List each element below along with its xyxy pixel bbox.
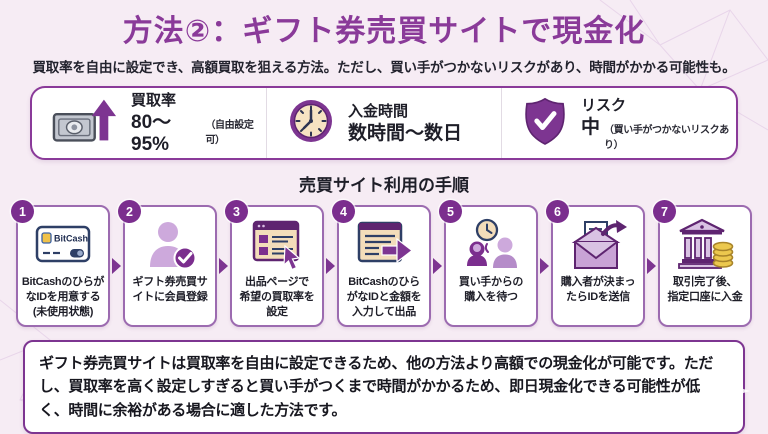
stat-text: 入金時間 数時間〜数日 (348, 102, 462, 145)
svg-text:BitCash: BitCash (54, 234, 88, 244)
arrow-right-icon (647, 258, 656, 274)
step-label: 取引完了後、 指定口座に入金 (667, 276, 743, 303)
bank-deposit-icon (676, 217, 734, 271)
stat-label: 入金時間 (348, 102, 409, 120)
stat-note: （自由設定可） (205, 119, 254, 146)
listing-page-icon (249, 217, 305, 271)
step-label: 出品ページで 希望の買取率を 設定 (239, 276, 315, 318)
stats-bar: 買取率 80〜95% （自由設定可） (30, 86, 738, 160)
step-label: BitCashのひら がなIDと金額を 入力して出品 (346, 276, 422, 318)
page-title: 方法②：ギフト券売買サイトで現金化 (122, 15, 646, 48)
money-up-arrow-icon (52, 97, 118, 150)
step-number: 2 (118, 200, 141, 223)
step-label: 買い手からの 購入を待つ (458, 276, 524, 303)
step-card-5: 5 買い手からの 購入を待つ (439, 200, 538, 327)
stat-risk: リスク 中 （買い手がつかないリスクあり） (501, 88, 736, 158)
stat-note: （買い手がつかないリスクあり） (604, 124, 729, 151)
stat-buyback-rate: 買取率 80〜95% （自由設定可） (32, 88, 266, 158)
step-card-1: 1 BitCash BitCashのひらが なIDを用意する (未使用状態) (11, 200, 110, 327)
step-number: 3 (225, 200, 248, 223)
arrow-right-icon (219, 258, 228, 274)
step-number: 7 (653, 200, 676, 223)
stat-value: 数時間〜数日 (348, 122, 463, 144)
page-subtitle: 買取率を自由に設定でき、高額買取を狙える方法。ただし、買い手がつかないリスクがあ… (32, 60, 736, 75)
arrow-right-icon (326, 258, 335, 274)
step-label: BitCashのひらが なIDを用意する (未使用状態) (21, 276, 105, 318)
step-card-7: 7 (653, 200, 752, 327)
stat-text: リスク 中 （買い手がつかないリスクあり） (581, 96, 736, 151)
send-id-mail-icon (569, 217, 627, 271)
submit-listing-icon (355, 217, 413, 271)
clock-icon (287, 97, 335, 150)
step-number: 1 (11, 200, 34, 223)
step-number: 5 (439, 200, 462, 223)
stat-value: 中 (581, 116, 601, 138)
stat-label: リスク (581, 96, 627, 114)
wait-buyer-icon (463, 217, 519, 271)
step-label: 購入者が決まっ たらIDを送信 (560, 276, 636, 303)
arrow-right-icon (433, 258, 442, 274)
step-number: 4 (332, 200, 355, 223)
stat-label: 買取率 (131, 91, 177, 109)
arrow-right-icon (112, 258, 121, 274)
member-register-icon (143, 217, 197, 271)
shield-check-icon (522, 96, 568, 151)
arrow-right-icon (540, 258, 549, 274)
step-card-6: 6 購入者が決まっ たらIDを送信 (546, 200, 645, 327)
stat-text: 買取率 80〜95% （自由設定可） (131, 91, 266, 156)
footer-note: ギフト券売買サイトは買取率を自由に設定できるため、他の方法より高額での現金化が可… (23, 340, 745, 434)
step-card-2: 2 ギフト券売買サ イトに会員登録 (118, 200, 217, 327)
bitcash-card-icon: BitCash (33, 217, 93, 271)
step-number: 6 (546, 200, 569, 223)
step-card-4: 4 BitCashのひら がなIDと金額を 入力して出品 (332, 200, 431, 327)
procedure-steps: 1 BitCash BitCashのひらが なIDを用意する (未使用状態) 2 (0, 200, 768, 327)
step-card-3: 3 出品ページで 希望の買取率を 設定 (225, 200, 324, 327)
step-label: ギフト券売買サ イトに会員登録 (132, 276, 208, 303)
stat-deposit-time: 入金時間 数時間〜数日 (266, 88, 501, 158)
procedure-heading: 売買サイト利用の手順 (299, 176, 469, 195)
stat-value: 80〜95% (131, 111, 172, 155)
